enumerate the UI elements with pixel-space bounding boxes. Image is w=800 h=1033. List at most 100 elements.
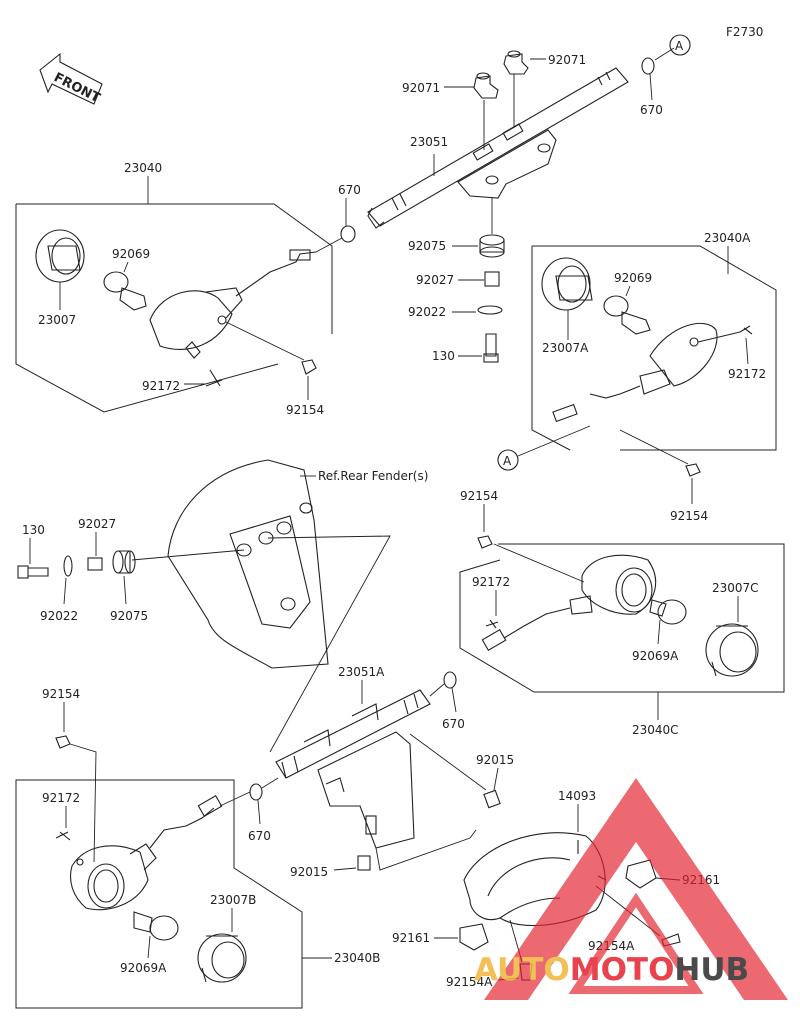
signal-lamp-body-a [552,322,718,423]
front-arrow-icon: FRONT [39,52,103,106]
bolt-130-top [483,333,499,363]
o-ring-670-b [249,783,263,801]
label-670-b: 670 [248,829,271,843]
watermark-triangle-icon [484,778,788,1000]
label-23051A: 23051A [338,665,385,679]
screw-92172-a [739,325,753,335]
label-92172-left: 92172 [142,379,180,393]
rear-fender-reference [167,459,329,669]
label-92069-left: 92069 [112,247,150,261]
label-130-left: 130 [22,523,45,537]
label-92022-left: 92022 [40,609,78,623]
bracket-92161-left [459,923,489,951]
o-ring-670-top [641,57,655,75]
label-92154-a: 92154 [670,509,708,523]
label-92161-left: 92161 [392,931,430,945]
label-92069A-c: 92069A [632,649,679,663]
callout-a-top-text: A [675,39,684,53]
rear-signal-stay-23051 [367,67,629,229]
label-130-top: 130 [432,349,455,363]
label-23040A: 23040A [704,231,751,245]
collar-92015-left [357,855,371,871]
collar-92015-right [483,789,501,809]
nut-92154-top [301,359,317,375]
signal-lamp-body-c [481,554,657,651]
collar-92027-left [87,557,103,571]
label-670-top: 670 [640,103,663,117]
label-23040B: 23040B [334,951,380,965]
nut-92154-c [477,535,493,549]
bolt-130-left [17,565,49,579]
callout-a-lower-text: A [503,454,512,468]
watermark-part3: HUB [674,952,749,988]
label-23007C: 23007C [712,581,759,595]
reference-note: Ref.Rear Fender(s) [318,469,428,483]
lens-housing-23007 [35,229,85,283]
frame-23040B [15,779,303,1009]
bulb-92069A-c [649,599,687,625]
lens-housing-23007B [197,933,247,983]
washer-92022-top [477,305,503,315]
label-92015-left: 92015 [290,865,328,879]
screw-92172-c [485,619,499,629]
label-23040: 23040 [124,161,162,175]
bulb-92069A-b [133,911,179,941]
nut-92154-a [685,463,701,477]
bulb-92069 [103,271,147,311]
label-670-c: 670 [442,717,465,731]
label-92172-a: 92172 [728,367,766,381]
label-92069-a: 92069 [614,271,652,285]
label-92172-c: 92172 [472,575,510,589]
label-92071-left: 92071 [402,81,440,95]
o-ring-670-c [443,671,457,689]
watermark-part2: MOTO [570,952,675,988]
label-23040C: 23040C [632,723,679,737]
callout-a-top [669,34,691,56]
grommet-92075-top [479,234,505,258]
signal-lamp-body-b [69,795,223,911]
label-92075-top: 92075 [408,239,446,253]
bracket-92161-right [625,859,657,889]
label-14093: 14093 [558,789,596,803]
lens-housing-23007C [705,623,759,677]
label-92075-left: 92075 [110,609,148,623]
label-92071-right: 92071 [548,53,586,67]
label-92154-top: 92154 [286,403,324,417]
figure-code: F2730 [726,25,763,39]
grommet-92075-left [112,550,136,574]
grommet-92071-right [503,50,529,75]
watermark-text: AUTOMOTOHUB [474,952,749,988]
label-92022-top: 92022 [408,305,446,319]
front-label: FRONT [51,70,102,106]
label-92154-c: 92154 [460,489,498,503]
watermark-part1: AUTO [474,952,570,988]
callout-a-lower [497,449,519,471]
o-ring-670-mid [340,225,356,243]
label-92154-b: 92154 [42,687,80,701]
screw-92172-left [205,369,223,387]
frame-23040A [531,245,777,451]
screw-92172-b [55,831,71,841]
washer-92022-left [63,555,73,577]
nut-92154-b [55,735,71,749]
label-23007: 23007 [38,313,76,327]
label-670-mid: 670 [338,183,361,197]
label-92015-right: 92015 [476,753,514,767]
label-92027-left: 92027 [78,517,116,531]
frame-23040C [459,543,785,693]
lens-housing-23007A [541,257,593,311]
rear-signal-stay-23051A [275,689,431,849]
label-92027-top: 92027 [416,273,454,287]
grommet-92071-left [473,72,499,99]
label-92069A-b: 92069A [120,961,167,975]
watermark-logo: AUTOMOTOHUB [474,778,788,1000]
label-23007A: 23007A [542,341,589,355]
label-92172-b: 92172 [42,791,80,805]
label-23007B: 23007B [210,893,256,907]
label-92154A-left: 92154A [446,975,493,989]
signal-lamp-body-left [149,249,317,359]
label-23051: 23051 [410,135,448,149]
bulb-92069-a [603,295,651,335]
collar-92027-top [484,271,500,287]
